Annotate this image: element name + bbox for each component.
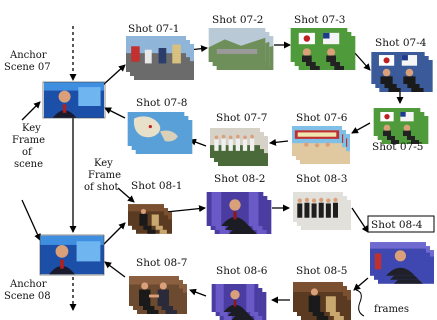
arrow-keyscene-down bbox=[21, 199, 41, 241]
shot-08-3-frames[interactable] bbox=[293, 192, 351, 230]
arrow-anchor07-shot07-1 bbox=[102, 64, 126, 86]
shot-08-4-highlight-box bbox=[367, 215, 435, 233]
arrow-08-4-08-5 bbox=[353, 277, 369, 291]
shot-07-4-frames[interactable] bbox=[371, 52, 433, 92]
anchor-08-label-line1: Anchor bbox=[9, 279, 47, 290]
shot-07-1-frames[interactable] bbox=[126, 36, 194, 80]
anchor-scene-07-thumbnail[interactable] bbox=[42, 81, 106, 119]
labels: Anchor Scene 07 Anchor Scene 08 Shot 07-… bbox=[4, 14, 427, 315]
shot-08-2-frames[interactable] bbox=[206, 192, 272, 234]
shot-08-6-label: Shot 08-6 bbox=[216, 265, 268, 277]
shot-08-4-frames[interactable] bbox=[370, 242, 434, 284]
arrow-07-7-07-8 bbox=[189, 138, 207, 147]
shot-08-7-label: Shot 08-7 bbox=[136, 257, 187, 269]
arrows bbox=[21, 26, 404, 311]
arrow-08-7-anchor08 bbox=[104, 261, 126, 278]
thumbnails bbox=[39, 28, 434, 320]
shot-08-1-label: Shot 08-1 bbox=[131, 180, 182, 192]
shot-07-4-label: Shot 07-4 bbox=[375, 37, 427, 49]
arrow-07-5-07-6 bbox=[351, 122, 371, 134]
arrow-07-3-07-4 bbox=[353, 51, 371, 71]
shot-07-7-frames[interactable] bbox=[210, 128, 268, 166]
frames-brace bbox=[355, 289, 365, 317]
anchor-07-label-line1: Anchor bbox=[9, 50, 47, 61]
shot-08-4-label: Shot 08-4 bbox=[371, 219, 423, 231]
arrow-keyscene-up bbox=[21, 101, 41, 121]
shot-08-6-frames[interactable] bbox=[211, 284, 267, 320]
shot-07-8-frames[interactable] bbox=[127, 112, 193, 154]
shot-07-1-label: Shot 07-1 bbox=[128, 23, 179, 35]
key-scene-note-2: Frame bbox=[12, 135, 45, 146]
shot-07-5-label: Shot 07-5 bbox=[372, 141, 423, 153]
shot-07-3-label: Shot 07-3 bbox=[294, 14, 345, 26]
shot-07-6-label: Shot 07-6 bbox=[296, 112, 348, 124]
key-shot-note-2: Frame bbox=[88, 170, 121, 181]
shot-08-5-frames[interactable] bbox=[293, 282, 351, 320]
arrow-08-3-08-4 bbox=[351, 207, 369, 233]
key-scene-note-1: Key bbox=[22, 123, 41, 134]
shot-07-3-frames[interactable] bbox=[290, 28, 356, 70]
arrow-anchor08-shot08-1 bbox=[102, 222, 126, 246]
shot-08-2-label: Shot 08-2 bbox=[214, 173, 265, 185]
shot-07-6-frames[interactable] bbox=[292, 126, 350, 164]
key-shot-note-3: of shot bbox=[84, 182, 119, 193]
key-shot-note-1: Key bbox=[94, 158, 113, 169]
arrow-keyshot bbox=[117, 187, 135, 203]
shot-07-8-label: Shot 07-8 bbox=[136, 97, 187, 109]
arrow-08-1-08-2 bbox=[165, 205, 206, 213]
anchor-07-label-line2: Scene 07 bbox=[4, 62, 51, 73]
shot-08-3-label: Shot 08-3 bbox=[296, 173, 347, 185]
anchor-08-label-line2: Scene 08 bbox=[4, 291, 51, 302]
shot-08-7-frames[interactable] bbox=[129, 276, 187, 314]
arrow-07-6-07-7 bbox=[269, 138, 289, 146]
shot-07-7-label: Shot 07-7 bbox=[216, 112, 267, 124]
shot-08-5-label: Shot 08-5 bbox=[296, 265, 347, 277]
arrow-07-8-anchor07 bbox=[104, 107, 126, 119]
shot-07-2-frames[interactable] bbox=[208, 28, 274, 70]
arrow-08-6-08-7 bbox=[189, 288, 207, 297]
anchor-scene-08-thumbnail[interactable] bbox=[39, 234, 105, 276]
shot-08-1-frames[interactable] bbox=[128, 204, 172, 234]
shot-07-2-label: Shot 07-2 bbox=[212, 14, 263, 26]
key-scene-note-4: scene bbox=[14, 159, 43, 170]
shot-07-5-frames[interactable] bbox=[373, 108, 429, 144]
frames-note: frames bbox=[374, 304, 409, 315]
key-scene-note-3: of bbox=[22, 147, 33, 158]
